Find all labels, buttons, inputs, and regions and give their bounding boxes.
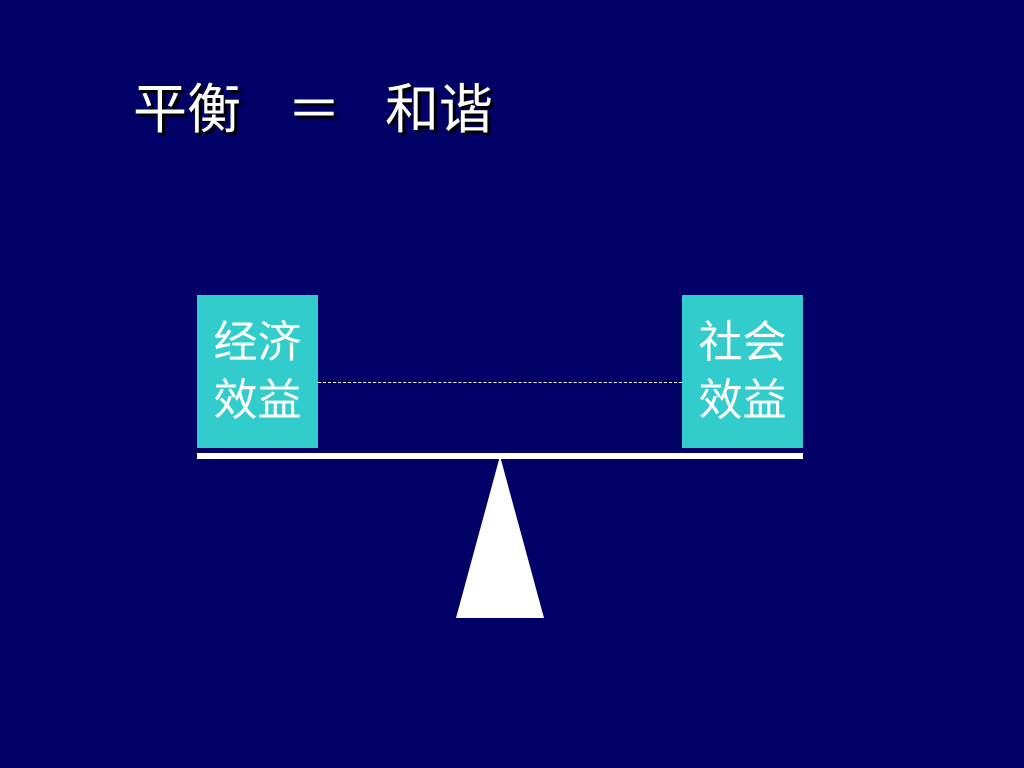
economic-benefit-line2: 效益 [213,374,302,426]
title-right-term: 和谐 [385,78,493,141]
title-equals-sign: ＝ [287,78,341,141]
economic-benefit-line1: 经济 [213,317,302,369]
social-benefit-box: 社会 效益 [682,295,803,448]
title-left-term: 平衡 [133,78,241,141]
economic-benefit-box: 经济 效益 [197,295,318,448]
social-benefit-line2: 效益 [698,374,787,426]
fulcrum-shape [456,456,544,618]
balance-dashed-connector [318,382,682,383]
social-benefit-line1: 社会 [698,317,787,369]
slide-title: 平衡 ＝ 和谐 [133,74,493,146]
fulcrum-triangle [456,456,544,618]
